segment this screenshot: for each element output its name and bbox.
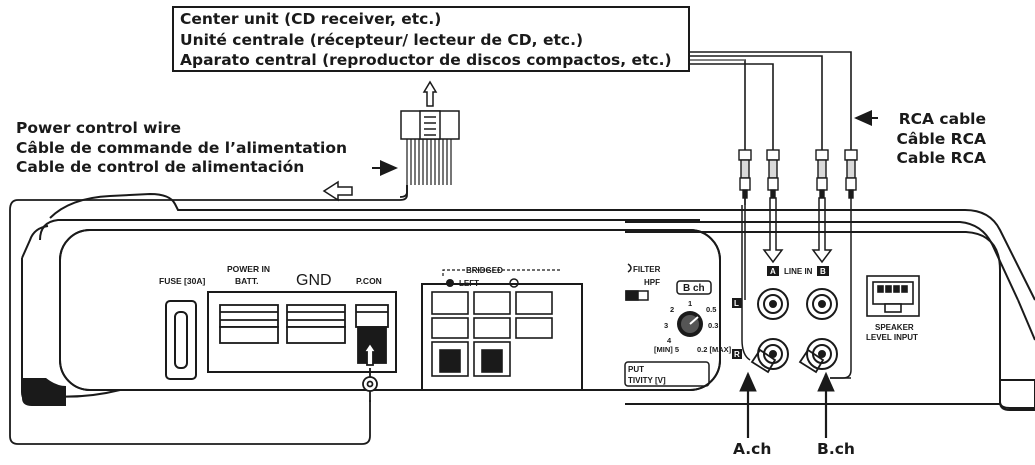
center-unit-label-es: Aparato central (reproductor de discos c… — [180, 51, 672, 69]
power-in-label: POWER IN — [227, 264, 270, 274]
gnd-terminal — [286, 304, 346, 344]
fuse-holder — [165, 300, 197, 380]
power-control-wire — [9, 185, 408, 445]
row-l-badge — [732, 298, 742, 308]
center-unit-label-fr: Unité centrale (récepteur/ lecteur de CD… — [180, 30, 584, 49]
knob-mark-4: 4 — [667, 336, 672, 345]
knob-mark-1: 1 — [688, 299, 692, 308]
power-control-wire-label: Power control wire Câble de commande de … — [16, 119, 347, 178]
rca-cable-label: RCA cable Câble RCA Cable RCA — [826, 110, 986, 169]
sensitivity-label-box — [624, 361, 710, 387]
knob-mark-3: 3 — [664, 321, 668, 330]
rca-plug-3 — [815, 149, 829, 199]
knob-marks: 1 2 0.5 3 0.3 4 [MIN] 5 0.2 [MAX] — [654, 299, 732, 354]
rca-plug-2 — [766, 149, 780, 199]
rca-plug-4 — [844, 149, 858, 199]
row-r-badge — [732, 349, 742, 359]
rca-jack-a-l — [757, 288, 789, 320]
center-unit-label-en: Center unit (CD receiver, etc.) — [180, 10, 442, 28]
rca-cable-en: RCA cable — [898, 110, 986, 128]
jack-a-badge-label: A — [770, 267, 776, 276]
fuse-label: FUSE [30A] — [159, 276, 205, 286]
row-r-label: R — [734, 350, 740, 359]
speaker-level-connector — [866, 275, 920, 317]
gnd-label: GND — [296, 272, 332, 289]
channel-b-label: B.ch — [817, 440, 855, 458]
speaker-level-label-2: LEVEL INPUT — [866, 333, 918, 342]
rca-bundle-lines — [690, 51, 852, 150]
batt-terminal — [219, 304, 279, 344]
channel-a-label: A.ch — [733, 440, 772, 458]
bridged-label: BRIDGED — [466, 266, 503, 275]
line-in-arrows — [762, 197, 833, 264]
jack-a-badge — [767, 266, 779, 276]
pcon-terminal — [355, 304, 389, 366]
ring-terminal — [362, 368, 378, 402]
hpf-label: HPF — [644, 278, 660, 287]
plus-icon — [446, 279, 454, 287]
knob-mark-2: 2 — [670, 305, 674, 314]
power-connector — [400, 80, 460, 140]
power-control-wire-en: Power control wire — [16, 119, 181, 137]
power-control-wire-es: Cable de control de alimentación — [16, 158, 305, 176]
pcon-label: P.CON — [356, 276, 382, 286]
connector-wires — [406, 139, 452, 185]
batt-label: BATT. — [235, 276, 258, 286]
amp-left-foot — [22, 378, 66, 406]
speaker-terminals — [431, 291, 553, 377]
plug-a-r-inserted — [750, 348, 777, 374]
sensitivity-label-2: TIVITY [V] — [628, 376, 666, 385]
filter-label: FILTER — [633, 265, 661, 274]
knob-mark-05: 0.5 — [706, 305, 716, 314]
power-control-wire-fr: Câble de commande de l’alimentation — [16, 138, 348, 157]
knob-mark-03: 0.3 — [708, 321, 718, 330]
plug-b-r-inserted — [798, 348, 825, 374]
sensitivity-label-1: PUT — [628, 365, 644, 374]
bridged-bracket — [442, 269, 560, 276]
rca-cable-es: Cable RCA — [896, 149, 986, 167]
connector-up-arrow — [422, 80, 438, 107]
bch-badge-label: B ch — [683, 283, 705, 294]
sensitivity-knob — [677, 311, 703, 337]
center-unit-label-box: Center unit (CD receiver, etc.) Unité ce… — [172, 6, 690, 72]
row-l-label: L — [734, 299, 739, 308]
minus-icon — [509, 278, 519, 288]
speaker-level-label-1: SPEAKER — [875, 323, 914, 332]
rca-jack-b-r — [806, 338, 838, 370]
bch-badge — [676, 280, 712, 295]
power-wire-direction-arrow — [322, 180, 353, 202]
jack-b-badge-label: B — [820, 267, 826, 276]
rca-cable-fr: Câble RCA — [896, 129, 986, 148]
left-label: LEFT — [459, 279, 479, 288]
knob-mark-min: [MIN] 5 — [654, 345, 679, 354]
rca-plug-1 — [738, 149, 752, 199]
rca-jack-a-r — [757, 338, 789, 370]
filter-switch — [625, 263, 649, 301]
amplifier-right-body — [625, 209, 1035, 409]
line-in-label: LINE IN — [784, 267, 813, 276]
rca-jack-b-l — [806, 288, 838, 320]
knob-mark-max: 0.2 [MAX] — [697, 345, 732, 354]
jack-b-badge — [817, 266, 829, 276]
